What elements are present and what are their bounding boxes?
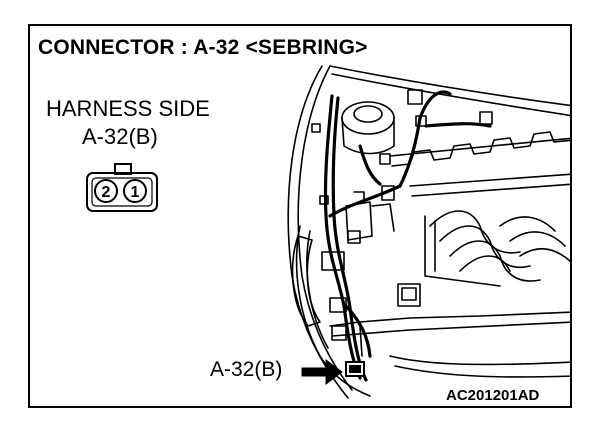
connector-id-label: A-32(B) — [82, 124, 158, 149]
diagram-frame: CONNECTOR : A-32 <SEBRING> HARNESS SIDE … — [28, 24, 572, 408]
figure-code: AC201201AD — [446, 387, 540, 404]
callout-arrow-icon — [301, 359, 343, 385]
diagram-title: CONNECTOR : A-32 <SEBRING> — [38, 36, 368, 59]
pin-1-number: 1 — [131, 184, 140, 201]
connector-face-icon: 2 1 — [86, 163, 158, 212]
pin-2-circle — [94, 179, 118, 203]
harness-side-label: HARNESS SIDE — [46, 96, 210, 121]
pin-1-circle — [123, 179, 147, 203]
pin-2-number: 2 — [102, 184, 111, 201]
connector-callout-label: A-32(B) — [210, 358, 283, 381]
engine-bay-illustration — [287, 65, 570, 399]
